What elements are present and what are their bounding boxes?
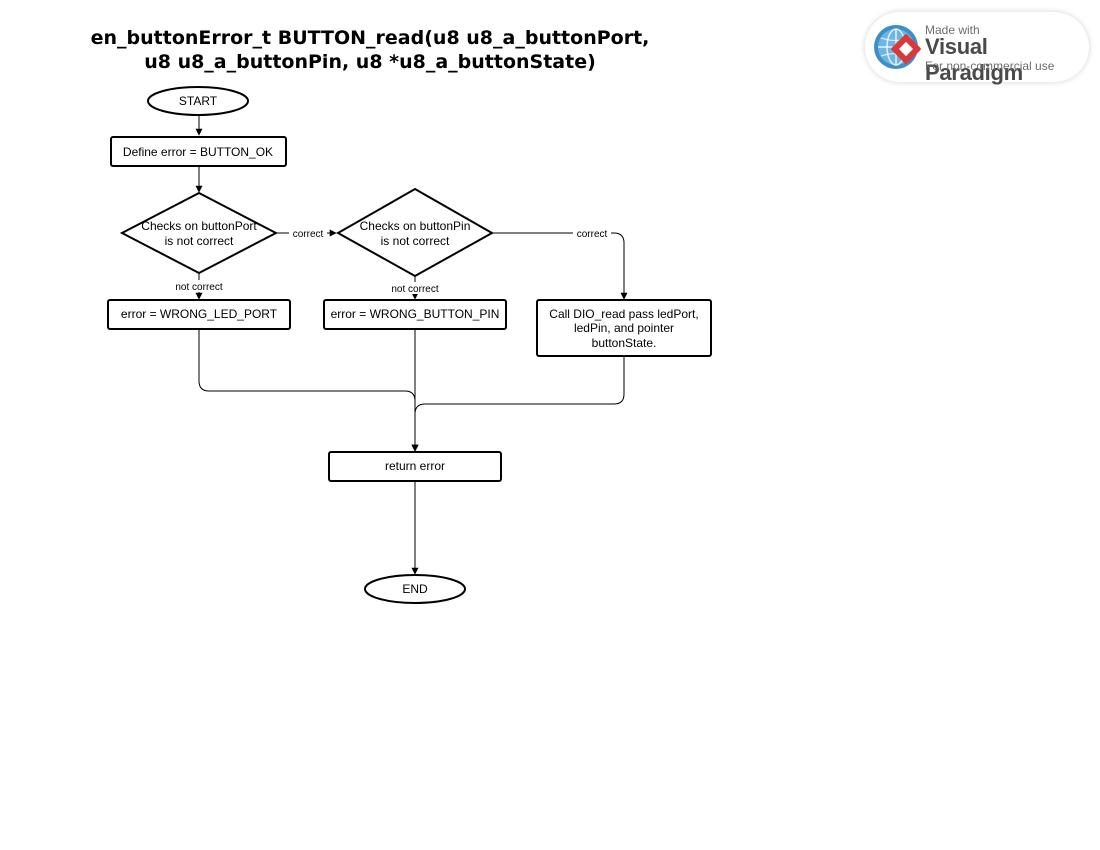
title-line-1: en_buttonError_t BUTTON_read(u8 u8_a_but… — [90, 27, 650, 49]
call-dio-label-1: Call DIO_read pass ledPort, — [549, 307, 698, 321]
define-error-node: Define error = BUTTON_OK — [110, 136, 287, 167]
return-error-label: return error — [385, 459, 445, 473]
error-pin-node: error = WRONG_BUTTON_PIN — [323, 299, 507, 330]
check-pin-decision: Checks on buttonPin is not correct — [335, 187, 495, 278]
check-port-label-2: is not correct — [165, 234, 234, 248]
return-error-node: return error — [328, 451, 502, 482]
call-dio-label-2: ledPin, and pointer — [574, 321, 674, 335]
watermark-usage: For non-commercial use — [925, 59, 1055, 73]
diagram-title: en_buttonError_t BUTTON_read(u8 u8_a_but… — [80, 26, 660, 74]
error-port-label: error = WRONG_LED_PORT — [121, 307, 278, 321]
check-port-label-1: Checks on buttonPort — [141, 219, 257, 233]
check-pin-label-1: Checks on buttonPin — [360, 219, 471, 233]
watermark-made-with: Made with — [925, 23, 980, 37]
edge-call-dio-to-return — [411, 357, 625, 452]
check-port-decision: Checks on buttonPort is not correct — [119, 191, 279, 275]
edge-check-pin-correct — [493, 232, 628, 300]
visual-paradigm-logo-icon — [874, 25, 921, 69]
call-dio-read-node: Call DIO_read pass ledPort, ledPin, and … — [536, 299, 712, 357]
visual-paradigm-watermark: Made with Visual Paradigm For non-commer… — [865, 12, 1089, 85]
label-port-not-correct: not correct — [175, 282, 222, 293]
define-error-label: Define error = BUTTON_OK — [123, 145, 273, 159]
end-label: END — [402, 582, 428, 596]
start-label: START — [179, 94, 218, 108]
label-port-correct: correct — [293, 229, 324, 240]
title-line-2: u8 u8_a_buttonPin, u8 *u8_a_buttonState) — [144, 51, 596, 73]
label-pin-correct: correct — [577, 229, 608, 240]
edge-error-port-to-return — [198, 330, 419, 452]
check-pin-label-2: is not correct — [381, 234, 450, 248]
start-node: START — [147, 86, 249, 116]
error-pin-label: error = WRONG_BUTTON_PIN — [331, 307, 500, 321]
error-port-node: error = WRONG_LED_PORT — [107, 299, 291, 330]
end-node: END — [364, 574, 466, 604]
watermark-brand: Visual Paradigm — [925, 34, 1023, 85]
call-dio-label-3: buttonState. — [592, 336, 657, 350]
label-pin-not-correct: not correct — [391, 284, 438, 295]
